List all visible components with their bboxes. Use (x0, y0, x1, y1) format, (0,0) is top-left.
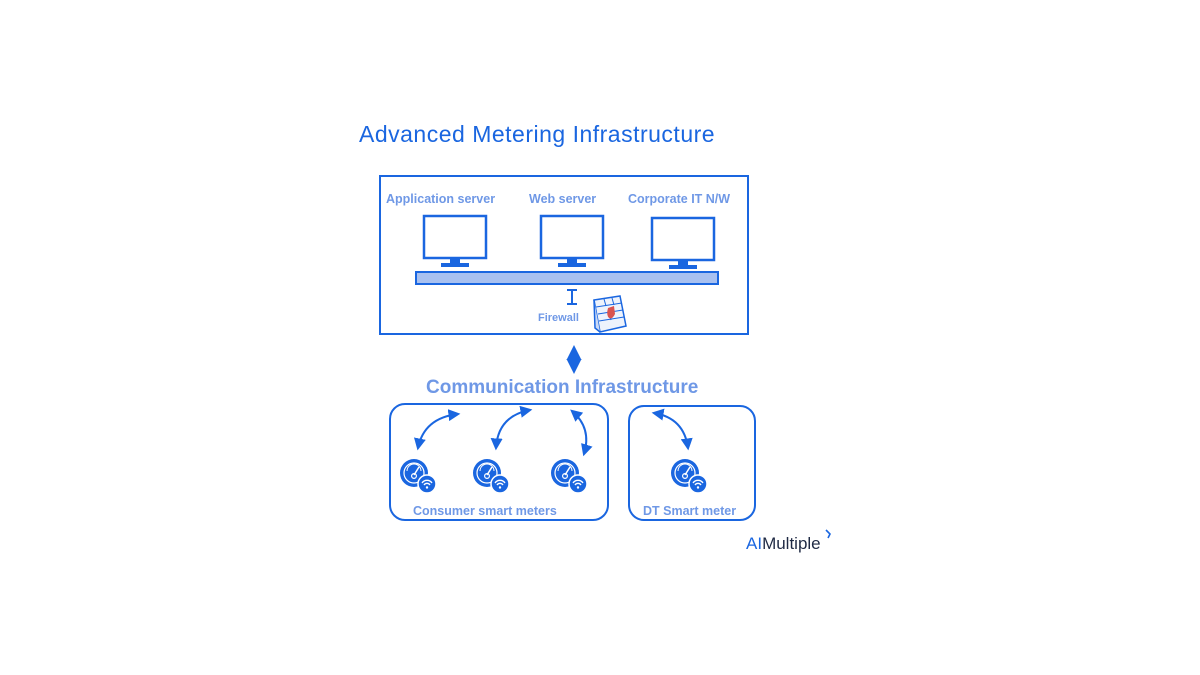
web-server-label: Web server (529, 192, 597, 206)
firewall-icon (593, 295, 627, 333)
communication-infrastructure-title: Communication Infrastructure (426, 377, 699, 398)
consumer-meters-label: Consumer smart meters (413, 504, 557, 518)
logo-multiple-text: Multiple (762, 534, 821, 553)
smart-meter-icon-2 (472, 458, 510, 494)
bidirectional-arrow-icon-2 (490, 405, 533, 451)
dt-meter-label: DT Smart meter (643, 504, 737, 518)
network-bus-bar (415, 271, 719, 285)
monitor-icon-application (422, 214, 488, 269)
smart-meter-icon-4 (670, 458, 708, 494)
application-server-label: Application server (386, 192, 496, 206)
bidirectional-arrow-icon-3 (570, 409, 593, 457)
dt-meter-group (628, 405, 756, 521)
logo-ai-text: AI (746, 534, 763, 553)
diagram-title: Advanced Metering Infrastructure (359, 121, 716, 147)
smart-meter-icon-1 (399, 458, 437, 494)
monitor-icon-corporate (650, 216, 716, 271)
smart-meter-icon-3 (550, 458, 588, 494)
server-network-box (379, 175, 749, 335)
logo-accent-icon (825, 529, 832, 539)
aimultiple-logo: AIMultiple (746, 529, 832, 554)
bidirectional-arrow-icon-1 (414, 409, 461, 451)
bidirectional-arrow-icon-4 (651, 408, 693, 451)
consumer-meters-group (389, 403, 609, 521)
firewall-label: Firewall (538, 312, 579, 324)
monitor-icon-web (539, 214, 605, 269)
firewall-connector-icon (567, 289, 577, 305)
corporate-it-label: Corporate IT N/W (628, 192, 731, 206)
